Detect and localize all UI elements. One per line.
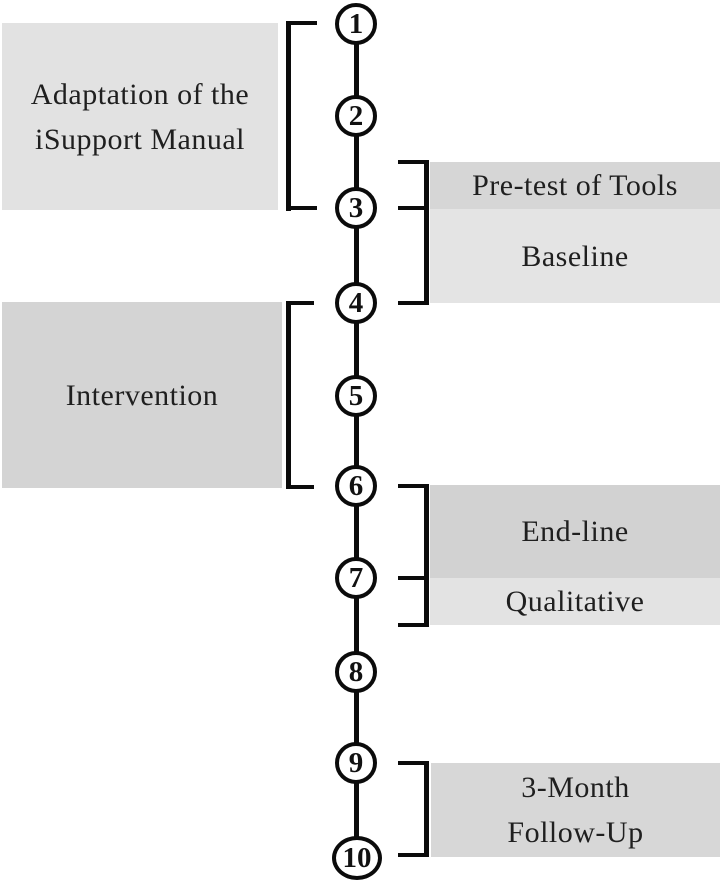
phase-label-followup-line2: Follow-Up — [507, 816, 644, 849]
bracket-followup-tick-top — [398, 761, 429, 765]
timeline-node-9: 9 — [335, 742, 377, 784]
timeline-node-1: 1 — [335, 3, 377, 45]
phase-box-pretest: Pre-test of Tools — [430, 162, 720, 209]
bracket-intervention-tick-bottom — [286, 485, 314, 489]
phase-box-baseline: Baseline — [430, 209, 720, 303]
timeline-node-5-number: 5 — [348, 379, 364, 412]
phase-label-adaptation-line1: Adaptation of the — [30, 77, 250, 111]
phase-box-endline: End-line — [430, 485, 720, 578]
bracket-pretest-tick-top — [398, 160, 429, 164]
timeline-node-10: 10 — [332, 836, 382, 880]
timeline-node-6-number: 6 — [348, 469, 364, 502]
phase-label-qualitative: Qualitative — [505, 585, 645, 618]
phase-label-adaptation-line2: iSupport Manual — [35, 122, 245, 156]
timeline-node-1-number: 1 — [348, 7, 364, 40]
timeline-spine-line — [354, 24, 359, 858]
phase-label-pretest: Pre-test of Tools — [472, 169, 678, 202]
bracket-followup-tick-bottom — [398, 853, 429, 857]
bracket-endline-qualitative-tick-middle — [398, 576, 429, 580]
bracket-endline-qualitative-vertical — [424, 484, 429, 627]
phase-label-followup-line1: 3-Month — [521, 771, 630, 804]
bracket-qualitative-tick-bottom — [398, 623, 429, 627]
timeline-node-9-number: 9 — [348, 746, 364, 779]
timeline-node-2: 2 — [335, 95, 377, 137]
timeline-node-6: 6 — [335, 465, 377, 507]
bracket-pretest-baseline-vertical — [424, 160, 429, 305]
bracket-intervention-tick-top — [286, 301, 314, 305]
bracket-endline-tick-top — [398, 484, 429, 488]
timeline-node-4-number: 4 — [348, 286, 364, 319]
phase-box-adaptation: Adaptation of the iSupport Manual — [2, 23, 278, 210]
timeline-node-8: 8 — [335, 651, 377, 693]
timeline-node-7-number: 7 — [348, 561, 364, 594]
phase-box-intervention: Intervention — [2, 302, 282, 488]
phase-label-endline: End-line — [521, 515, 629, 548]
bracket-adaptation-tick-top — [286, 21, 317, 25]
timeline-node-8-number: 8 — [348, 655, 364, 688]
phase-label-baseline: Baseline — [521, 239, 629, 273]
bracket-followup-vertical — [424, 761, 429, 857]
timeline-node-7: 7 — [335, 557, 377, 599]
bracket-pretest-baseline-tick-middle — [398, 206, 429, 210]
bracket-intervention-vertical — [286, 301, 291, 489]
bracket-adaptation-tick-bottom — [286, 206, 317, 210]
timeline-node-3: 3 — [335, 187, 377, 229]
timeline-node-4: 4 — [335, 282, 377, 324]
phase-box-qualitative: Qualitative — [430, 578, 720, 625]
timeline-node-2-number: 2 — [348, 99, 364, 132]
bracket-baseline-tick-bottom — [398, 301, 429, 305]
timeline-node-3-number: 3 — [348, 191, 364, 224]
phase-box-followup: 3-Month Follow-Up — [431, 763, 720, 857]
bracket-adaptation-vertical — [286, 21, 291, 211]
timeline-node-5: 5 — [335, 375, 377, 417]
timeline-node-10-number: 10 — [342, 841, 372, 874]
phase-label-intervention: Intervention — [65, 378, 219, 412]
